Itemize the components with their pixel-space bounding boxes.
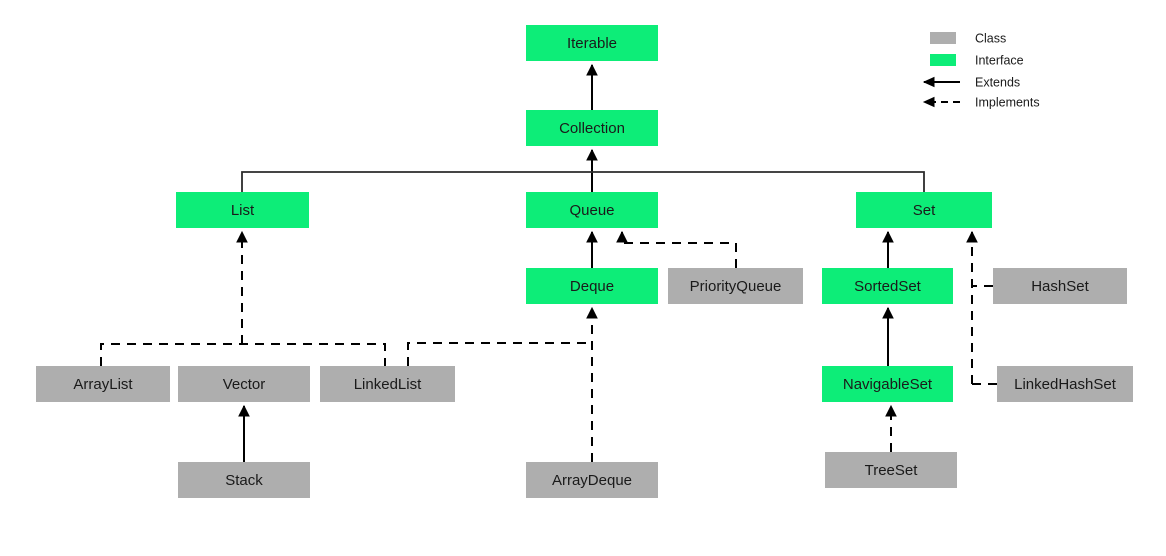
node-box-class[interactable] — [993, 268, 1127, 304]
node-box-class[interactable] — [668, 268, 803, 304]
node-list[interactable]: List — [176, 192, 309, 228]
edge-extends — [241, 171, 925, 192]
node-hashset[interactable]: HashSet — [993, 268, 1127, 304]
node-arraydeque[interactable]: ArrayDeque — [526, 462, 658, 498]
node-sortedset[interactable]: SortedSet — [822, 268, 953, 304]
node-box-class[interactable] — [36, 366, 170, 402]
node-treeset[interactable]: TreeSet — [825, 452, 957, 488]
node-box-class[interactable] — [825, 452, 957, 488]
node-box-interface[interactable] — [822, 366, 953, 402]
node-box-interface[interactable] — [856, 192, 992, 228]
node-vector[interactable]: Vector — [178, 366, 310, 402]
node-set[interactable]: Set — [856, 192, 992, 228]
node-linkedlist[interactable]: LinkedList — [320, 366, 455, 402]
legend-label: Extends — [975, 75, 1020, 89]
node-queue[interactable]: Queue — [526, 192, 658, 228]
edge-implements — [407, 342, 592, 366]
node-box-class[interactable] — [320, 366, 455, 402]
node-arraylist[interactable]: ArrayList — [36, 366, 170, 402]
node-navigableset[interactable]: NavigableSet — [822, 366, 953, 402]
legend-class: Class — [930, 31, 1006, 45]
edges-layer — [100, 63, 997, 462]
legend-interface: Interface — [930, 53, 1024, 67]
legend-extends: Extends — [922, 75, 1020, 89]
node-box-class[interactable] — [178, 366, 310, 402]
node-box-interface[interactable] — [526, 268, 658, 304]
edge-implements — [100, 343, 386, 366]
legend-swatch-icon — [930, 54, 956, 66]
node-deque[interactable]: Deque — [526, 268, 658, 304]
node-stack[interactable]: Stack — [178, 462, 310, 498]
node-priorityqueue[interactable]: PriorityQueue — [668, 268, 803, 304]
node-linkedhashset[interactable]: LinkedHashSet — [997, 366, 1133, 402]
node-iterable[interactable]: Iterable — [526, 25, 658, 61]
node-box-class[interactable] — [526, 462, 658, 498]
node-box-class[interactable] — [178, 462, 310, 498]
legend-label: Class — [975, 31, 1006, 45]
node-box-interface[interactable] — [526, 192, 658, 228]
node-box-interface[interactable] — [526, 25, 658, 61]
node-box-interface[interactable] — [822, 268, 953, 304]
edge-implements — [616, 230, 737, 268]
legend-implements: Implements — [922, 95, 1040, 109]
node-box-interface[interactable] — [176, 192, 309, 228]
legend-label: Interface — [975, 53, 1024, 67]
node-collection[interactable]: Collection — [526, 110, 658, 146]
node-box-interface[interactable] — [526, 110, 658, 146]
legend-swatch-icon — [930, 32, 956, 44]
legend-label: Implements — [975, 95, 1040, 109]
node-box-class[interactable] — [997, 366, 1133, 402]
